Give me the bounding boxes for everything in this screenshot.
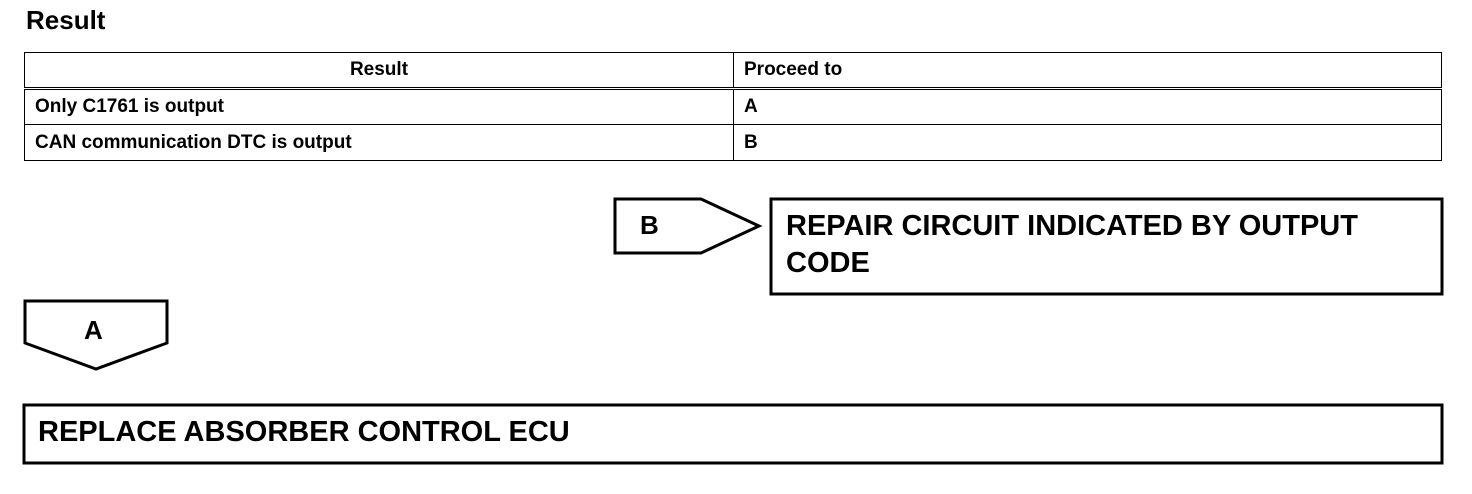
branch-b-arrow [613, 197, 763, 255]
branch-a-action-box [22, 403, 1444, 465]
table-cell-result: CAN communication DTC is output [24, 124, 734, 161]
table-cell-proceed: B [733, 124, 1442, 161]
branch-a-action-text: REPLACE ABSORBER CONTROL ECU [38, 416, 570, 448]
result-table: Result Proceed to Only C1761 is output A… [24, 52, 1442, 161]
table-header-row: Result Proceed to [24, 52, 1442, 90]
table-row: CAN communication DTC is output B [24, 124, 1442, 161]
branch-b-action-box [769, 197, 1444, 296]
table-cell-result: Only C1761 is output [24, 88, 734, 125]
page-title: Result [26, 5, 106, 35]
branch-b-label: B [640, 210, 659, 240]
branch-b-action-text: REPAIR CIRCUIT INDICATED BY OUTPUT CODE [786, 210, 1358, 279]
branch-a-label: A [84, 315, 103, 345]
column-header-proceed-to: Proceed to [733, 52, 1442, 90]
column-header-result: Result [24, 52, 734, 90]
branch-a-arrow [23, 299, 169, 371]
